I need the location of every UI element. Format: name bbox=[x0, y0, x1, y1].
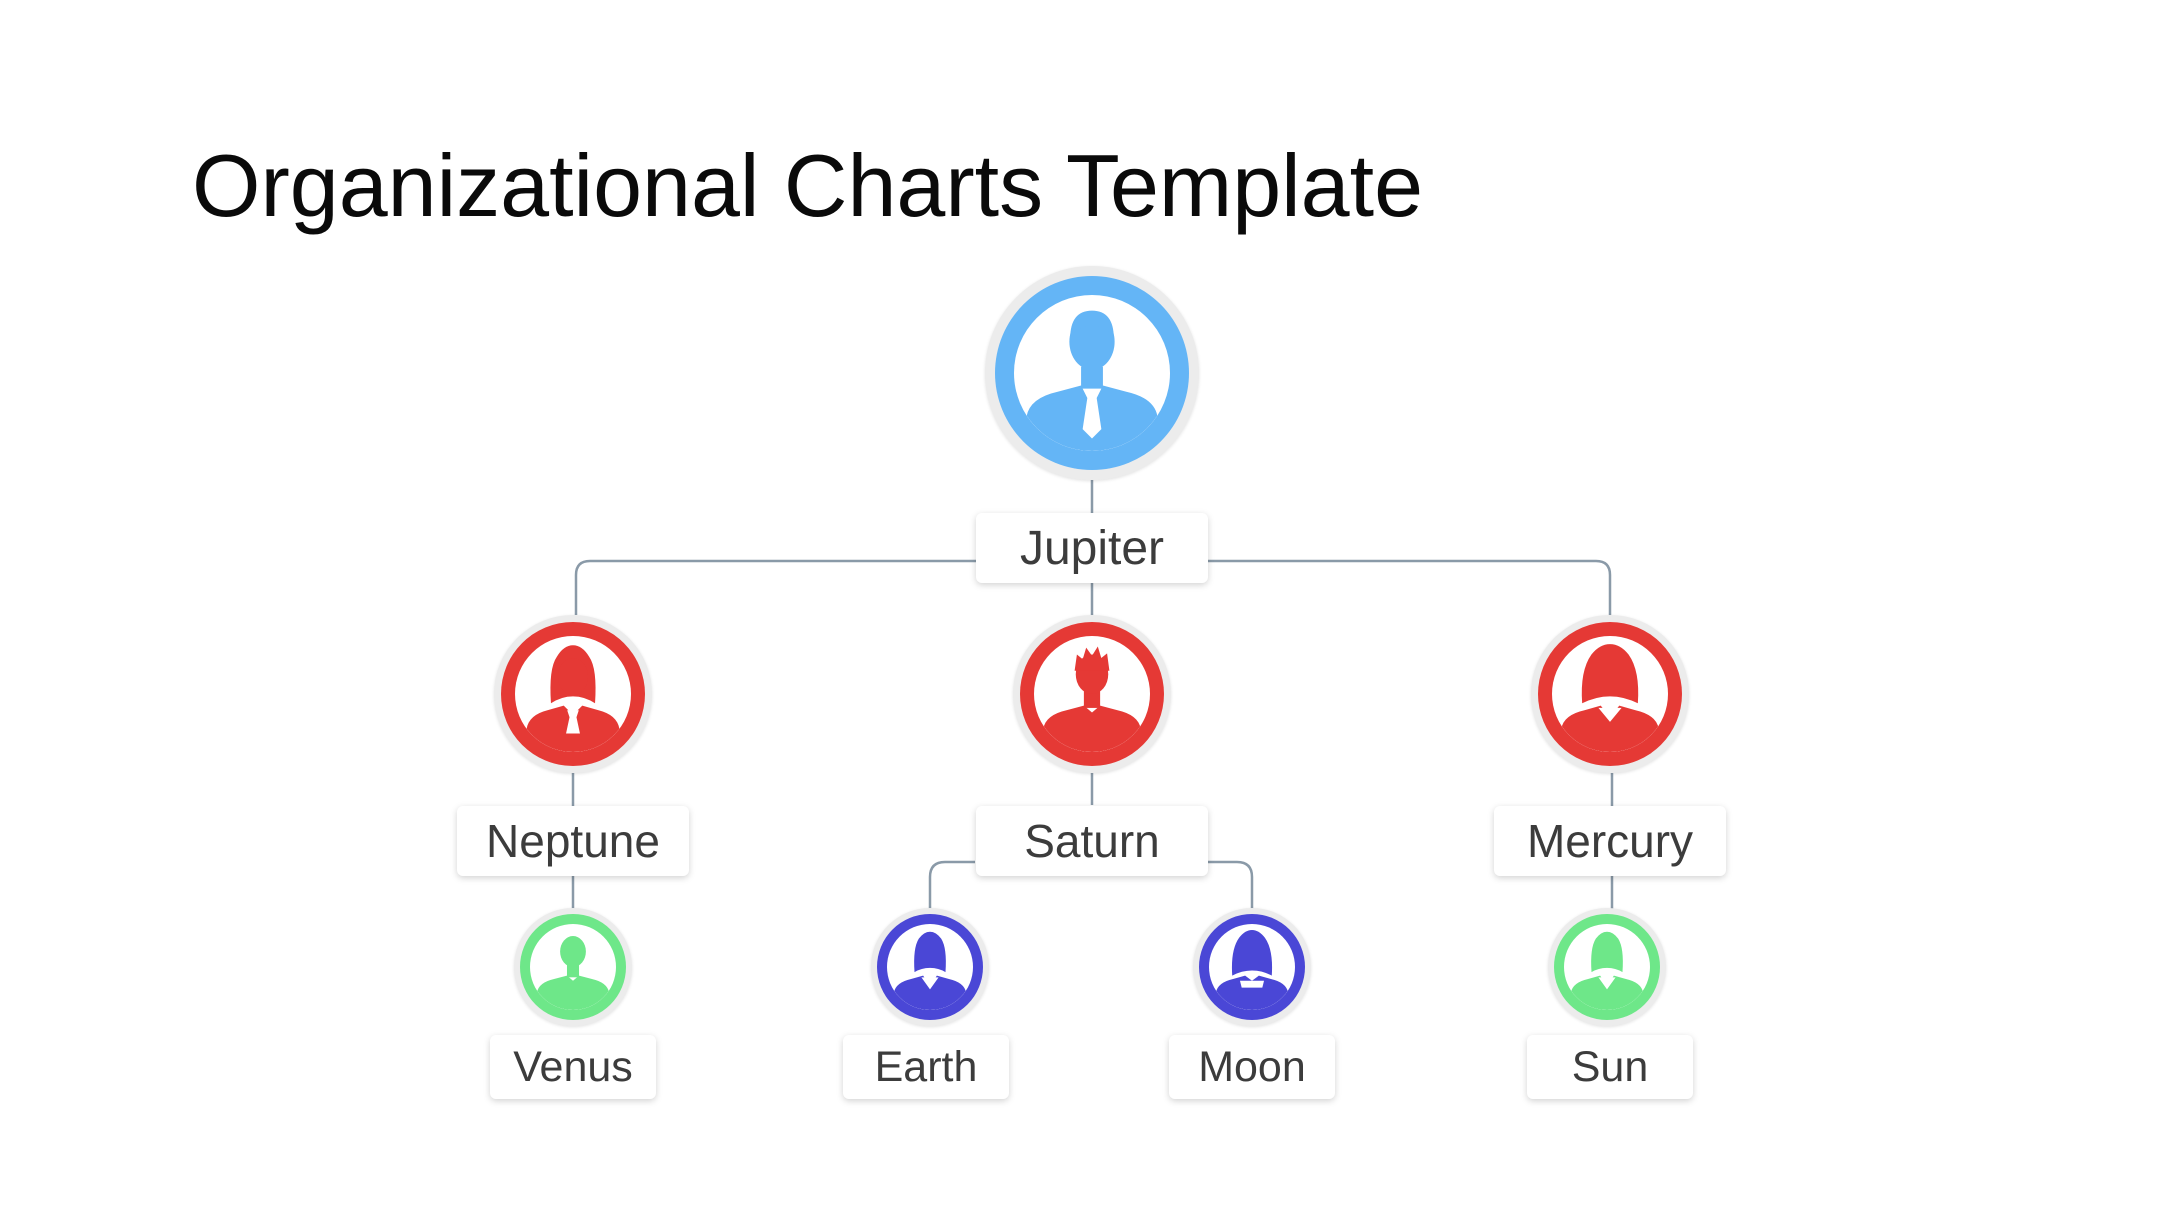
node-label-venus: Venus bbox=[490, 1035, 656, 1099]
avatar-jupiter bbox=[995, 276, 1189, 470]
woman-long-hair-icon bbox=[1561, 644, 1659, 752]
org-node-neptune bbox=[494, 615, 652, 773]
node-label-sun: Sun bbox=[1527, 1035, 1693, 1099]
page-title: Organizational Charts Template bbox=[192, 136, 1424, 235]
node-label-neptune: Neptune bbox=[457, 806, 689, 876]
woman-collar-icon bbox=[1570, 931, 1644, 1010]
avatar-sun bbox=[1554, 914, 1660, 1020]
node-label-mercury: Mercury bbox=[1494, 806, 1726, 876]
org-node-sun bbox=[1548, 908, 1666, 1026]
connector-jupiter-neptune bbox=[574, 559, 980, 615]
node-label-jupiter: Jupiter bbox=[976, 513, 1208, 583]
woman-with-tie-icon bbox=[526, 645, 620, 752]
connector-saturn-earth bbox=[928, 860, 975, 915]
connector-jupiter-mercury bbox=[1204, 559, 1612, 615]
woman-icon bbox=[1215, 930, 1289, 1010]
avatar-saturn bbox=[1020, 622, 1164, 766]
org-node-moon bbox=[1193, 908, 1311, 1026]
org-node-jupiter bbox=[985, 266, 1199, 480]
org-node-venus bbox=[514, 908, 632, 1026]
org-node-earth bbox=[871, 908, 989, 1026]
avatar-mercury bbox=[1538, 622, 1682, 766]
avatar-earth bbox=[877, 914, 983, 1020]
connector-saturn-moon bbox=[1205, 860, 1254, 915]
node-label-saturn: Saturn bbox=[976, 806, 1208, 876]
man-spiky-hair-icon bbox=[1043, 646, 1141, 752]
avatar-moon bbox=[1199, 914, 1305, 1020]
org-node-mercury bbox=[1531, 615, 1689, 773]
node-label-moon: Moon bbox=[1169, 1035, 1335, 1099]
woman-collar-icon bbox=[893, 931, 967, 1010]
man-with-tie-icon bbox=[1026, 310, 1158, 451]
avatar-neptune bbox=[501, 622, 645, 766]
node-label-earth: Earth bbox=[843, 1035, 1009, 1099]
man-icon bbox=[536, 936, 610, 1010]
avatar-venus bbox=[520, 914, 626, 1020]
org-node-saturn bbox=[1013, 615, 1171, 773]
